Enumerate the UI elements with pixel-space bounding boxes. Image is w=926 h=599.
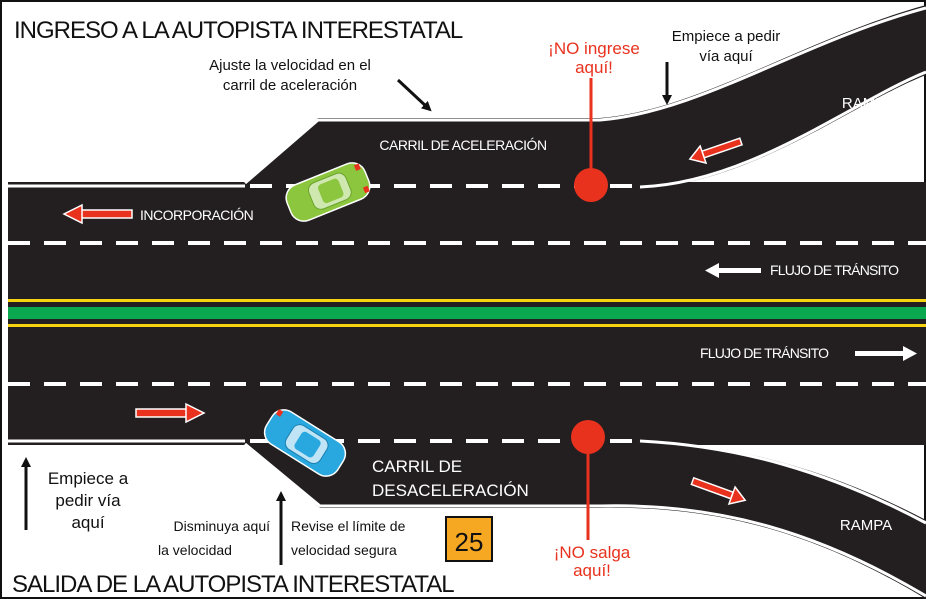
decel-lane-line2: DESACELERACIÓN	[372, 481, 529, 500]
entry-title: INGRESO A LA AUTOPISTA INTERESTATAL	[14, 17, 463, 44]
start-yield-bottom-line3: aquí	[71, 513, 104, 532]
accel-lane-edge-line	[244, 6, 926, 185]
start-yield-top-line2: vía aquí	[699, 48, 753, 65]
green-car	[285, 162, 371, 222]
blue-car	[263, 409, 347, 477]
slow-down-line2: la velocidad	[158, 542, 232, 558]
adjust-speed-line2: carril de aceleración	[223, 77, 357, 94]
no-exit-line1: ¡NO salga	[554, 543, 631, 562]
no-exit-marker	[571, 420, 605, 454]
speed-limit-sign	[445, 516, 493, 562]
deceleration-lane	[245, 440, 926, 599]
slow-down-line1: Disminuya aquí	[174, 518, 271, 534]
traffic-flow-left-arrow	[705, 263, 761, 278]
offramp-inner-edge-line	[639, 439, 926, 525]
no-exit-line2: aquí!	[573, 561, 611, 580]
ramp-inner-edge-line	[639, 70, 926, 189]
check-limit-line2: velocidad segura	[291, 542, 397, 558]
merge-arrow	[62, 203, 133, 225]
center-yellow-line-bottom	[8, 324, 926, 327]
median-green	[8, 307, 926, 319]
speed-limit-value: 25	[455, 527, 484, 557]
acceleration-lane	[245, 5, 926, 188]
decel-lane-edge-line	[244, 442, 926, 598]
adjust-speed-arrow	[396, 78, 432, 112]
traffic-flow-left-label: FLUJO DE TRÁNSITO	[770, 262, 899, 278]
start-yield-top-line1: Empiece a pedir	[672, 28, 780, 45]
ramp-top-direction-arrow	[688, 137, 744, 165]
no-enter-marker	[574, 168, 608, 202]
adjust-speed-line1: Ajuste la velocidad en el	[209, 57, 371, 74]
merge-label: INCORPORACIÓN	[140, 207, 253, 223]
exit-lane-direction-arrow	[135, 402, 206, 424]
check-limit-line1: Revise el límite de	[291, 518, 406, 534]
traffic-flow-right-arrow	[855, 346, 917, 361]
start-yield-bottom-line2: pedir vía	[55, 491, 121, 510]
ramp-bottom-label: RAMPA	[840, 517, 892, 534]
exit-title: SALIDA DE LA AUTOPISTA INTERESTATAL	[12, 571, 454, 598]
no-enter-line2: aquí!	[575, 58, 613, 77]
start-yield-bottom-line1: Empiece a	[48, 469, 129, 488]
decel-lane-line1: CARRIL DE	[372, 457, 462, 476]
ramp-top-label: RAMPA	[842, 95, 894, 112]
ramp-bottom-direction-arrow	[690, 476, 747, 505]
traffic-flow-right-label: FLUJO DE TRÁNSITO	[700, 345, 829, 361]
accel-lane-label: CARRIL DE ACELERACIÓN	[379, 137, 546, 153]
no-enter-line1: ¡NO ingrese	[548, 39, 640, 58]
center-yellow-line-top	[8, 299, 926, 302]
